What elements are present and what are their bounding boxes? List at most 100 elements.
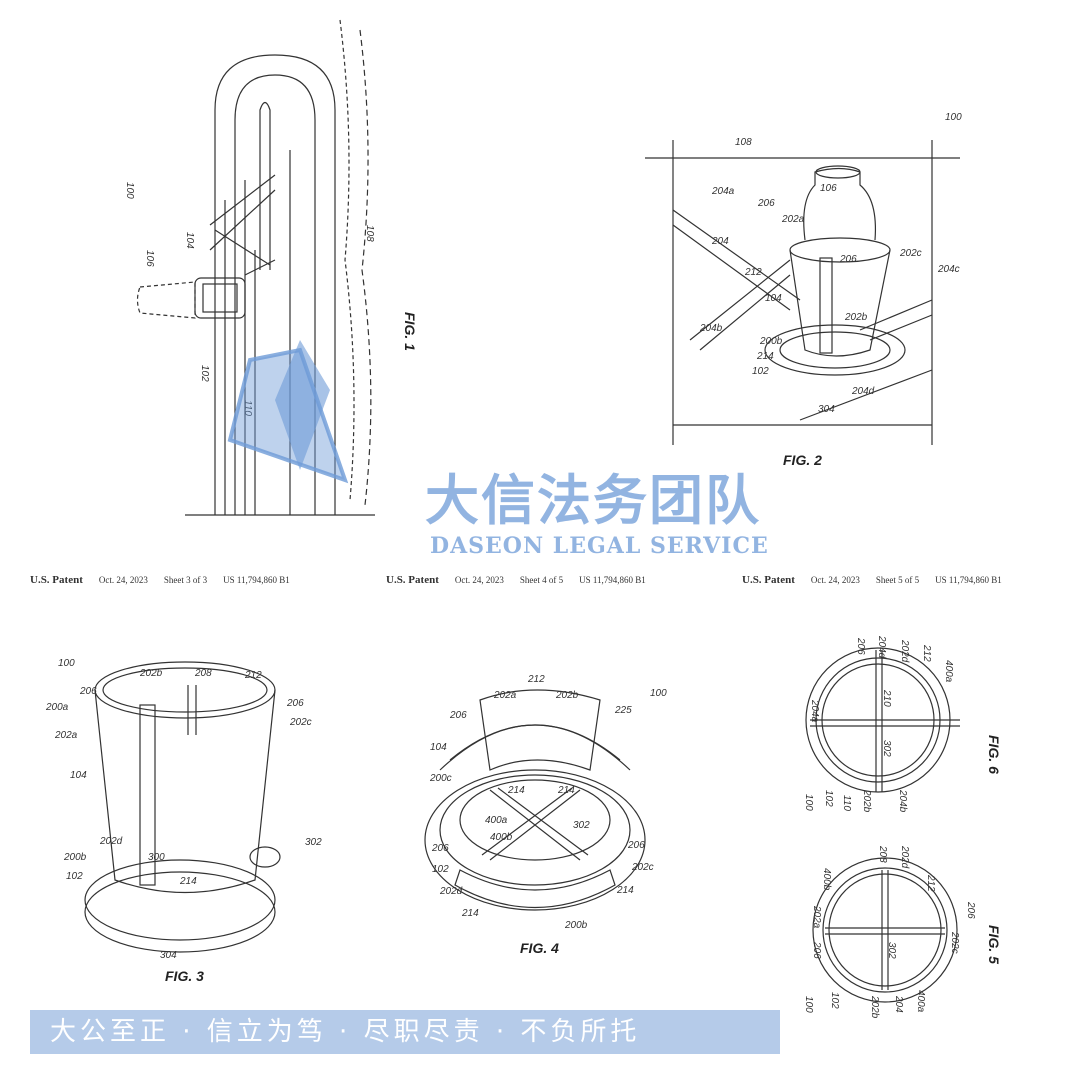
header-title: U.S. Patent: [30, 574, 83, 586]
header-title: U.S. Patent: [386, 574, 439, 586]
fig6-title: FIG. 6: [986, 735, 1002, 774]
fig4-label: 202a: [494, 690, 517, 701]
fig6-label: 204b: [897, 790, 908, 813]
fig4-label: 200b: [565, 920, 588, 931]
fig5-label: 206: [811, 942, 822, 959]
fig5-label: 102: [829, 992, 840, 1009]
fig6-label: 204a: [809, 700, 820, 723]
fig5-label: 202d: [899, 846, 910, 869]
fig1-label: 106: [144, 250, 155, 267]
fig1-label: 102: [199, 365, 210, 382]
fig5-label: 208: [877, 846, 888, 863]
fig3-drawing: [84, 661, 281, 953]
fig4-label: 104: [430, 742, 447, 753]
fig6-label: 100: [803, 794, 814, 811]
header-date: Oct. 24, 2023: [98, 575, 148, 585]
fig5-label: 212: [925, 875, 936, 892]
fig1-label: 100: [124, 182, 135, 199]
fig2-label: 106: [820, 183, 837, 194]
fig4-label: 225: [615, 705, 632, 716]
fig2-label: 206: [758, 198, 775, 209]
header-sheet: Sheet 3 of 3: [163, 575, 208, 585]
fig3-label: 300: [148, 852, 165, 863]
fig5-label: 202b: [869, 996, 880, 1019]
fig5-label: 400b: [821, 868, 832, 891]
fig3-label: 202d: [100, 836, 123, 847]
fig6-label: 202d: [899, 640, 910, 663]
fig2-label: 204: [712, 236, 729, 247]
fig5-label: 302: [886, 942, 897, 959]
fig2-label: 204b: [700, 323, 723, 334]
header-number: US 11,794,860 B1: [935, 575, 1002, 585]
fig4-label: 202b: [556, 690, 579, 701]
fig2-label: 202c: [900, 248, 922, 259]
header-title: U.S. Patent: [742, 574, 795, 586]
fig3-title: FIG. 3: [165, 968, 204, 984]
fig3-label: 104: [70, 770, 87, 781]
fig5-label: 202c: [949, 932, 960, 954]
fig2-label: 100: [945, 112, 962, 123]
fig2-label: 214: [757, 351, 774, 362]
fig5-drawing: [812, 857, 958, 1003]
fig1-wheel-drawing: [136, 19, 375, 516]
fig3-label: 214: [180, 876, 197, 887]
fig4-label: 214: [558, 785, 575, 796]
fig3-label: 206: [80, 686, 97, 697]
fig1-label: 110: [242, 400, 253, 416]
fig5-label: 100: [803, 996, 814, 1013]
fig3-label: 202b: [140, 668, 163, 679]
fig6-label: 204d: [876, 636, 887, 659]
fig4-label: 102: [432, 864, 449, 875]
fig3-label: 200a: [46, 702, 69, 713]
fig1-title: FIG. 1: [402, 312, 418, 351]
fig1-label: 104: [184, 232, 195, 249]
header-date: Oct. 24, 2023: [454, 575, 504, 585]
fig4-label: 302: [573, 820, 590, 831]
fig4-label: 100: [650, 688, 667, 699]
fig4-label: 206: [432, 843, 449, 854]
fig5-label: 202a: [811, 906, 822, 929]
header-number: US 11,794,860 B1: [579, 575, 646, 585]
header-number: US 11,794,860 B1: [223, 575, 290, 585]
fig4-label: 212: [528, 674, 545, 685]
fig3-label: 100: [58, 658, 75, 669]
fig2-label: 204a: [712, 186, 735, 197]
fig4-label: 400b: [490, 832, 513, 843]
fig6-label: 302: [881, 740, 892, 757]
fig4-label: 202d: [440, 886, 463, 897]
fig6-label: 102: [823, 790, 834, 807]
fig2-label: 108: [735, 137, 752, 148]
fig2-label: 204c: [938, 264, 960, 275]
fig2-label: 202b: [845, 312, 868, 323]
fig2-label: 212: [745, 267, 762, 278]
fig2-label: 206: [840, 254, 857, 265]
fig4-label: 214: [508, 785, 525, 796]
fig4-label: 400a: [485, 815, 508, 826]
header-sheet: Sheet 5 of 5: [875, 575, 920, 585]
fig2-title: FIG. 2: [783, 452, 822, 468]
fig4-label: 206: [628, 840, 645, 851]
fig6-label: 110: [841, 795, 852, 811]
fig5-title: FIG. 5: [986, 925, 1002, 964]
fig5-label: 206: [965, 902, 976, 919]
fig6-label: 206: [855, 638, 866, 655]
fig5-label: 204: [893, 996, 904, 1013]
fig6-label: 212: [921, 645, 932, 662]
fig2-label: 200b: [760, 336, 783, 347]
fig2-label: 102: [752, 366, 769, 377]
fig6-label: 202b: [861, 790, 872, 813]
fig2-label: 104: [765, 293, 782, 304]
fig4-label: 214: [617, 885, 634, 896]
fig2-label: 304: [818, 404, 835, 415]
fig5-label: 400a: [915, 990, 926, 1013]
patent-header: U.S. Patent Oct. 24, 2023 Sheet 3 of 3 US 1…: [30, 574, 306, 586]
fig4-label: 206: [450, 710, 467, 721]
fig2-drawing: [645, 140, 960, 445]
fig3-label: 302: [305, 837, 322, 848]
fig3-label: 202a: [55, 730, 78, 741]
fig3-label: 200b: [64, 852, 87, 863]
fig6-label: 400a: [943, 660, 954, 683]
